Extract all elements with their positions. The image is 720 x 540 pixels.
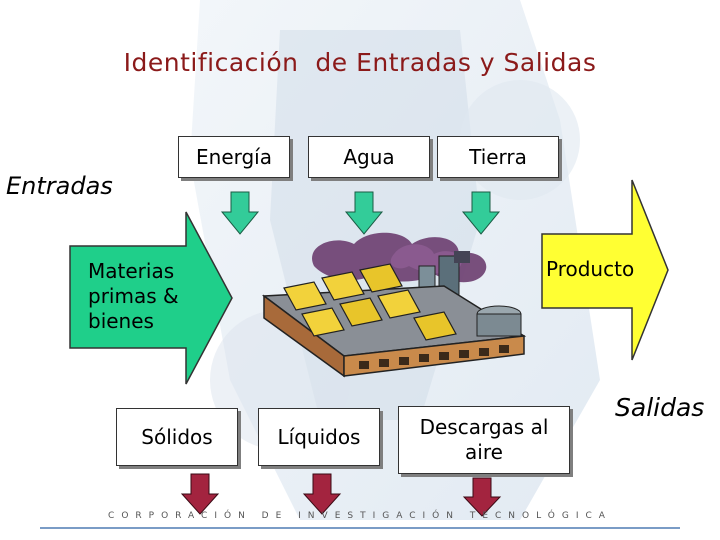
liquidos-down-arrow <box>302 473 342 515</box>
producto-arrow <box>541 179 669 361</box>
materias-arrow <box>69 211 233 385</box>
salidas-label: Salidas <box>615 393 705 422</box>
energia-down-arrow <box>220 191 260 235</box>
descargas-label: Descargas al aire <box>419 415 549 464</box>
energia-label: Energía <box>196 144 272 169</box>
solidos-box: Sólidos <box>116 408 238 466</box>
solidos-label: Sólidos <box>141 424 213 449</box>
agua-label: Agua <box>343 144 395 169</box>
agua-box: Agua <box>308 136 430 178</box>
agua-down-arrow <box>344 191 384 235</box>
page-title: Identificación de Entradas y Salidas <box>123 48 597 77</box>
tierra-box: Tierra <box>437 136 559 178</box>
factory-illustration <box>261 232 527 378</box>
solidos-down-arrow <box>180 473 220 515</box>
energia-box: Energía <box>178 136 290 178</box>
tierra-down-arrow <box>461 191 501 235</box>
footer-text: CORPORACIÓN DE INVESTIGACIÓN TECNOLÓGICA <box>108 511 612 521</box>
producto-label: Producto <box>546 257 635 281</box>
liquidos-box: Líquidos <box>258 408 380 466</box>
liquidos-label: Líquidos <box>277 424 361 449</box>
footer-line <box>40 527 680 529</box>
materias-label: Materias primas & bienes <box>88 259 179 333</box>
entradas-label: Entradas <box>6 172 113 200</box>
tierra-label: Tierra <box>469 144 527 169</box>
descargas-box: Descargas al aire <box>398 406 570 474</box>
descargas-down-arrow <box>462 477 502 517</box>
